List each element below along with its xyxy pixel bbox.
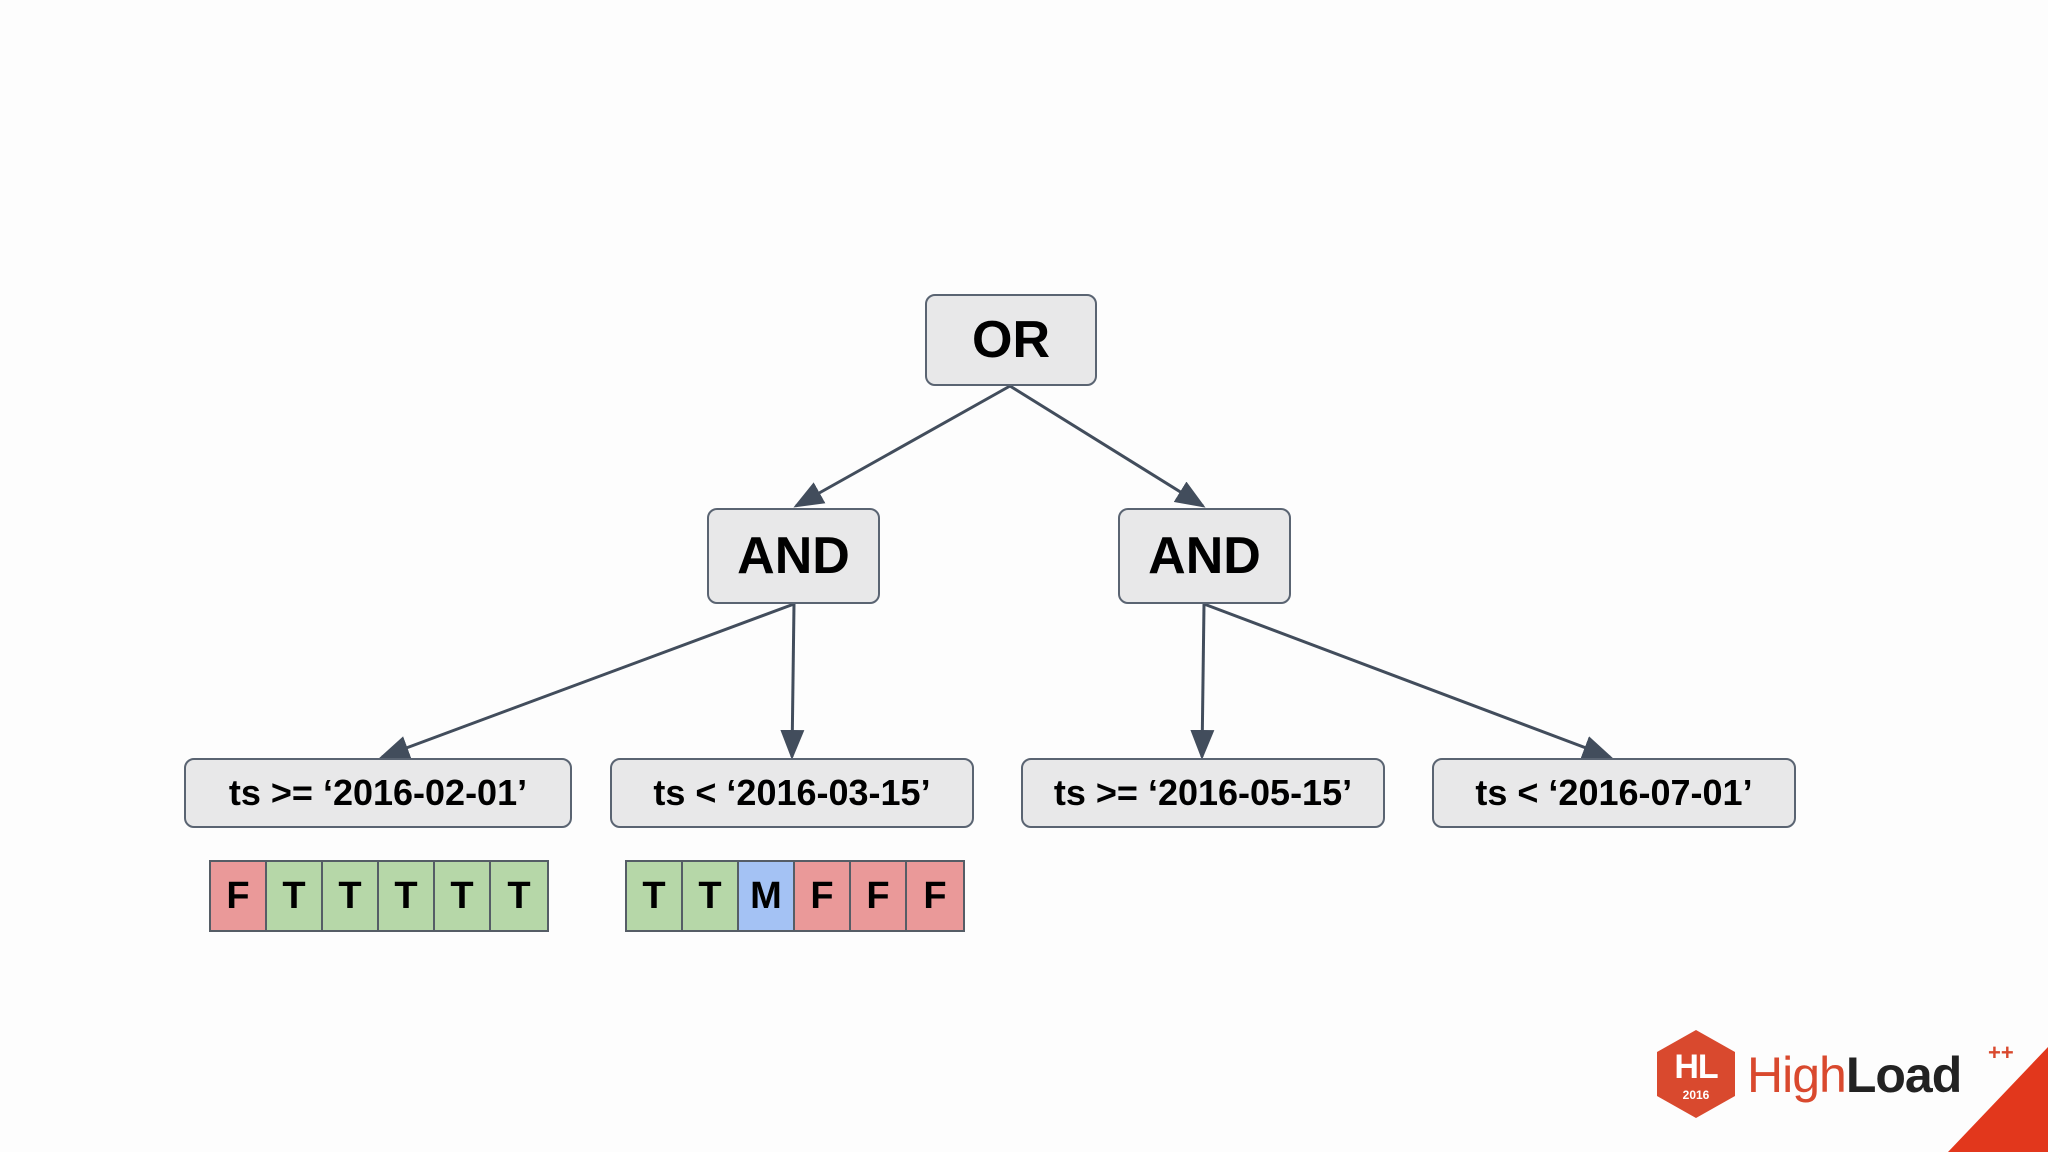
bitmap-cell-true: T	[323, 862, 379, 930]
edge-and-left-to-cond-1	[379, 602, 795, 759]
edge-and-right-to-cond-4	[1203, 602, 1613, 759]
edge-and-left-to-cond-2	[780, 603, 805, 760]
bitmap-cell-true: T	[683, 862, 739, 930]
logo-name-light: High	[1747, 1047, 1847, 1103]
logo-year: 2016	[1682, 1088, 1710, 1102]
corner-accent	[1948, 1047, 2048, 1152]
bitmap-cell-true: T	[491, 862, 547, 930]
bitmap-cell-maybe: M	[739, 862, 795, 930]
hexagon-icon	[1657, 1030, 1735, 1118]
condition-ts-lt-2016-03-15: ts < ‘2016-03-15’	[610, 758, 974, 828]
condition-ts-lt-2016-07-01: ts < ‘2016-07-01’	[1432, 758, 1796, 828]
bitmap-cell-true: T	[435, 862, 491, 930]
bitmap-cell-false: F	[211, 862, 267, 930]
highload-logo: HL 2016 HighLoad ++	[1655, 1028, 2015, 1123]
bitmap-cell-false: F	[795, 862, 851, 930]
edge-and-right-to-cond-3	[1190, 603, 1215, 760]
bitmap-cell-false: F	[851, 862, 907, 930]
logo-wordmark: HighLoad	[1747, 1046, 1962, 1104]
edge-or-to-and-right	[1009, 384, 1206, 508]
bitmap-cell-true: T	[379, 862, 435, 930]
bitmap-cell-true: T	[627, 862, 683, 930]
and-node-left: AND	[707, 508, 880, 604]
logo-superscript: ++	[1988, 1040, 2014, 1065]
logo-badge: HL	[1674, 1048, 1718, 1086]
bitmap-cell-true: T	[267, 862, 323, 930]
edge-or-to-and-left	[793, 384, 1011, 508]
condition-ts-gte-2016-02-01: ts >= ‘2016-02-01’	[184, 758, 572, 828]
condition-ts-gte-2016-05-15: ts >= ‘2016-05-15’	[1021, 758, 1385, 828]
logo-name-bold: Load	[1845, 1047, 1962, 1103]
and-node-right: AND	[1118, 508, 1291, 604]
or-node: OR	[925, 294, 1097, 386]
bitmap-cell-false: F	[907, 862, 963, 930]
